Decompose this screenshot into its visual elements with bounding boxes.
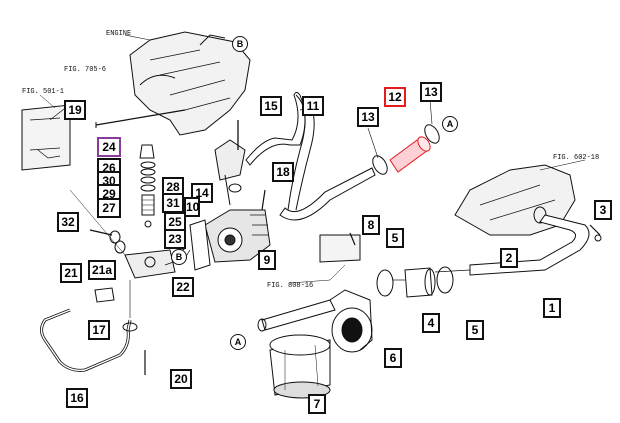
part-label-16[interactable]: 16 <box>66 388 88 408</box>
engine-ref: ENGINE <box>106 30 132 38</box>
ref-marker-b-top: B <box>232 36 248 52</box>
ref-marker-a-left: A <box>230 334 246 350</box>
ref-marker-a-right: A <box>442 116 458 132</box>
part-label-21[interactable]: 21 <box>60 263 82 283</box>
part-label-6[interactable]: 6 <box>384 348 402 368</box>
part-label-23[interactable]: 23 <box>164 229 186 249</box>
part-label-2[interactable]: 2 <box>500 248 518 268</box>
part-label-27[interactable]: 27 <box>97 198 121 218</box>
part-label-17[interactable]: 17 <box>88 320 110 340</box>
part-label-13-right[interactable]: 13 <box>420 82 442 102</box>
part-label-18[interactable]: 18 <box>272 162 294 182</box>
part-label-1[interactable]: 1 <box>543 298 561 318</box>
part-label-13-left[interactable]: 13 <box>357 107 379 127</box>
part-label-8[interactable]: 8 <box>362 215 380 235</box>
part-label-9[interactable]: 9 <box>258 250 276 270</box>
fig-501-ref: FIG. 501-1 <box>22 88 65 96</box>
fig-808-ref: FIG. 808-16 <box>267 282 314 290</box>
part-label-4[interactable]: 4 <box>422 313 440 333</box>
part-label-21a[interactable]: 21a <box>88 260 116 280</box>
part-label-20[interactable]: 20 <box>170 369 192 389</box>
fig-602-ref: FIG. 602-18 <box>553 154 600 162</box>
part-label-19[interactable]: 19 <box>64 100 86 120</box>
fig-705-ref: FIG. 705-6 <box>64 66 107 74</box>
part-label-3[interactable]: 3 <box>594 200 612 220</box>
part-label-5-top[interactable]: 5 <box>386 228 404 248</box>
part-label-32[interactable]: 32 <box>57 212 79 232</box>
part-label-31[interactable]: 31 <box>162 193 184 213</box>
part-label-15[interactable]: 15 <box>260 96 282 116</box>
part-label-10[interactable]: 10 <box>184 197 200 217</box>
part-label-11[interactable]: 11 <box>302 96 324 116</box>
part-label-24[interactable]: 24 <box>97 137 121 157</box>
part-label-7[interactable]: 7 <box>308 394 326 414</box>
part-label-5-bottom[interactable]: 5 <box>466 320 484 340</box>
ref-marker-b-mid: B <box>171 249 187 265</box>
part-label-12[interactable]: 12 <box>384 87 406 107</box>
part-label-22[interactable]: 22 <box>172 277 194 297</box>
